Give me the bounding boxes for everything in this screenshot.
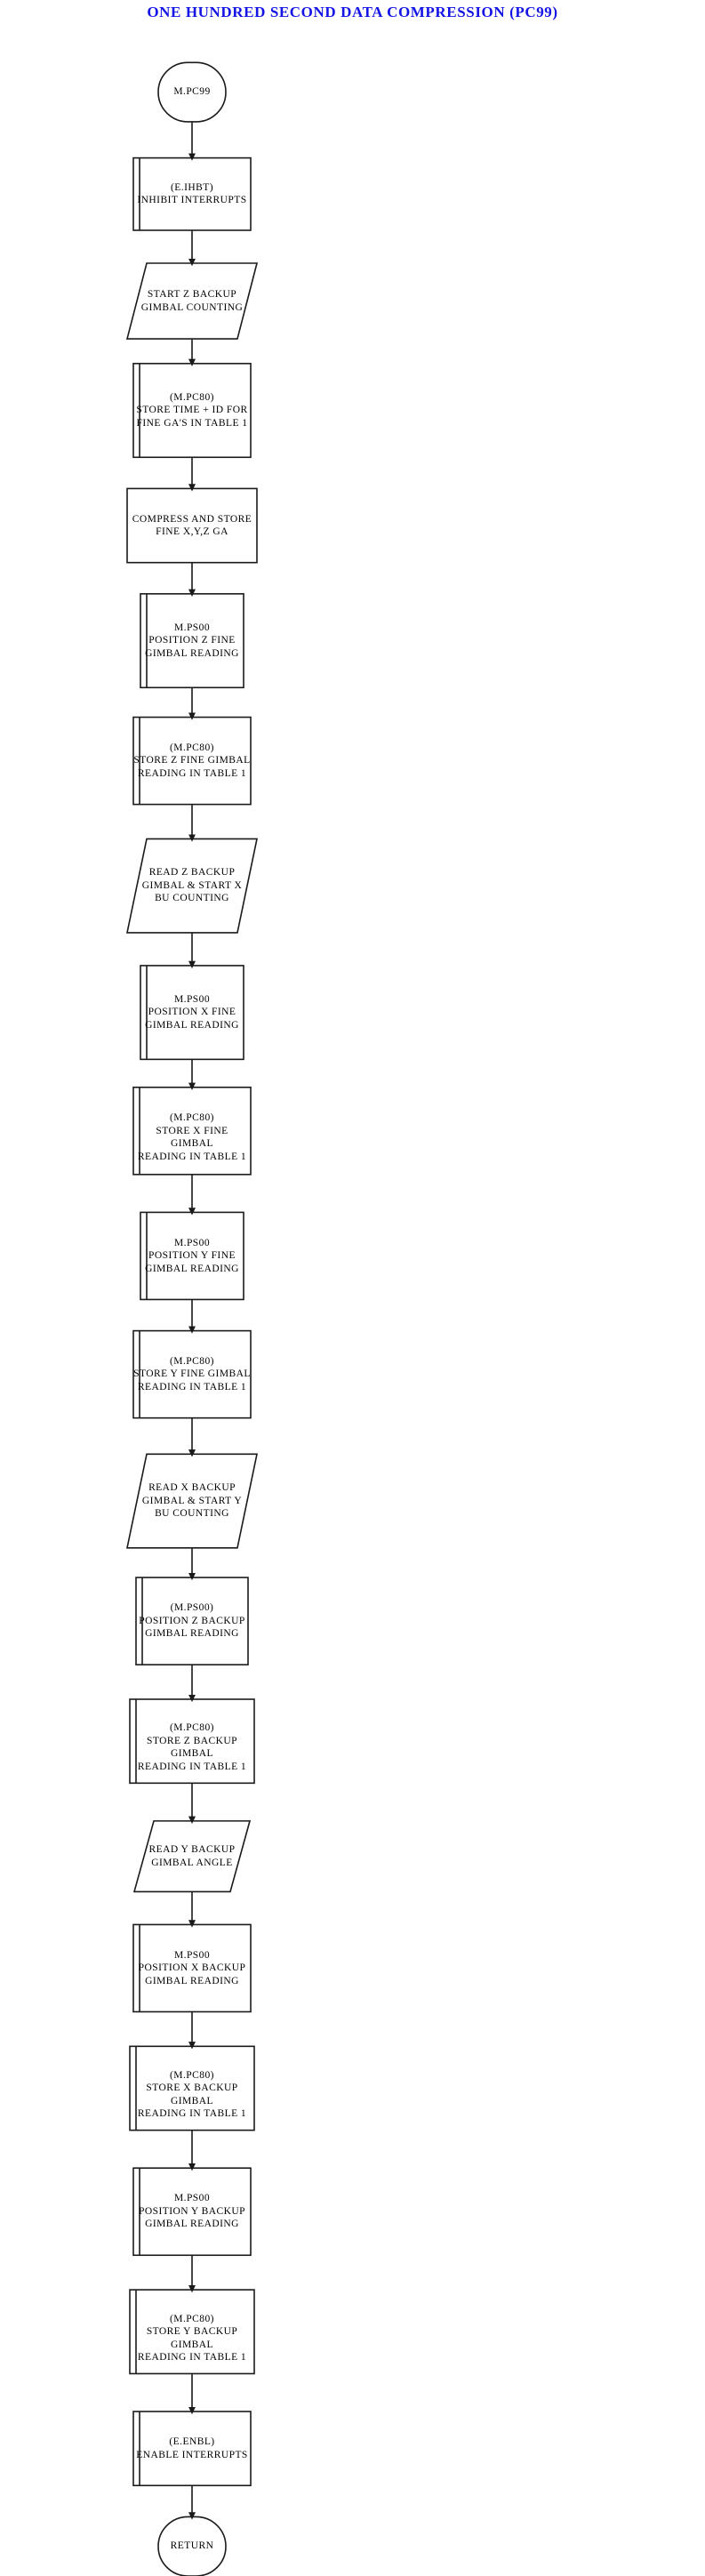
flow-node-predefined-process-n21[interactable] <box>132 2411 252 2487</box>
flow-node-terminator-n1[interactable] <box>157 61 227 123</box>
flow-node-predefined-process-n12[interactable] <box>132 1329 252 1419</box>
flow-node-predefined-process-n19[interactable] <box>132 2167 252 2257</box>
predefined-process-shape <box>129 2045 255 2131</box>
predefined-process-shape <box>132 363 252 459</box>
predefined-process-shape <box>132 1923 252 2013</box>
terminator-shape <box>157 2516 227 2576</box>
flow-node-predefined-process-n10[interactable] <box>132 1087 252 1176</box>
flow-node-predefined-process-n6[interactable] <box>140 593 244 689</box>
predefined-process-shape <box>140 1211 244 1301</box>
predefined-process-shape <box>132 156 252 231</box>
terminator-shape <box>157 61 227 123</box>
predefined-process-shape <box>129 1698 255 1785</box>
predefined-process-shape <box>132 1329 252 1419</box>
predefined-process-shape <box>132 2411 252 2487</box>
flow-node-terminator-n22[interactable] <box>157 2516 227 2576</box>
flow-node-predefined-process-n11[interactable] <box>140 1211 244 1301</box>
predefined-process-shape <box>132 2167 252 2257</box>
flow-node-process-n5[interactable] <box>126 487 258 564</box>
flow-node-predefined-process-n7[interactable] <box>132 716 252 806</box>
parallelogram-shape <box>126 1453 258 1549</box>
predefined-process-shape <box>132 1087 252 1176</box>
process-shape <box>126 487 258 564</box>
flow-node-predefined-process-n9[interactable] <box>140 965 244 1061</box>
parallelogram-shape <box>132 1820 252 1893</box>
flow-node-predefined-process-n4[interactable] <box>132 363 252 459</box>
predefined-process-shape <box>132 716 252 806</box>
parallelogram-shape <box>125 262 259 340</box>
parallelogram-shape <box>126 838 258 934</box>
predefined-process-shape <box>129 2289 255 2375</box>
flow-node-parallelogram-n16[interactable] <box>132 1820 252 1893</box>
flow-node-predefined-process-n2[interactable] <box>132 156 252 231</box>
predefined-process-shape <box>140 965 244 1061</box>
flow-node-predefined-process-n15[interactable] <box>129 1698 255 1785</box>
predefined-process-shape <box>135 1577 249 1665</box>
flow-node-parallelogram-n3[interactable] <box>125 262 259 340</box>
flow-node-parallelogram-n13[interactable] <box>126 1453 258 1549</box>
flow-node-predefined-process-n17[interactable] <box>132 1923 252 2013</box>
flow-node-predefined-process-n18[interactable] <box>129 2045 255 2131</box>
flow-node-parallelogram-n8[interactable] <box>126 838 258 934</box>
flow-node-predefined-process-n20[interactable] <box>129 2289 255 2375</box>
page-title: ONE HUNDRED SECOND DATA COMPRESSION (PC9… <box>147 4 558 20</box>
flow-node-predefined-process-n14[interactable] <box>135 1577 249 1665</box>
predefined-process-shape <box>140 593 244 689</box>
